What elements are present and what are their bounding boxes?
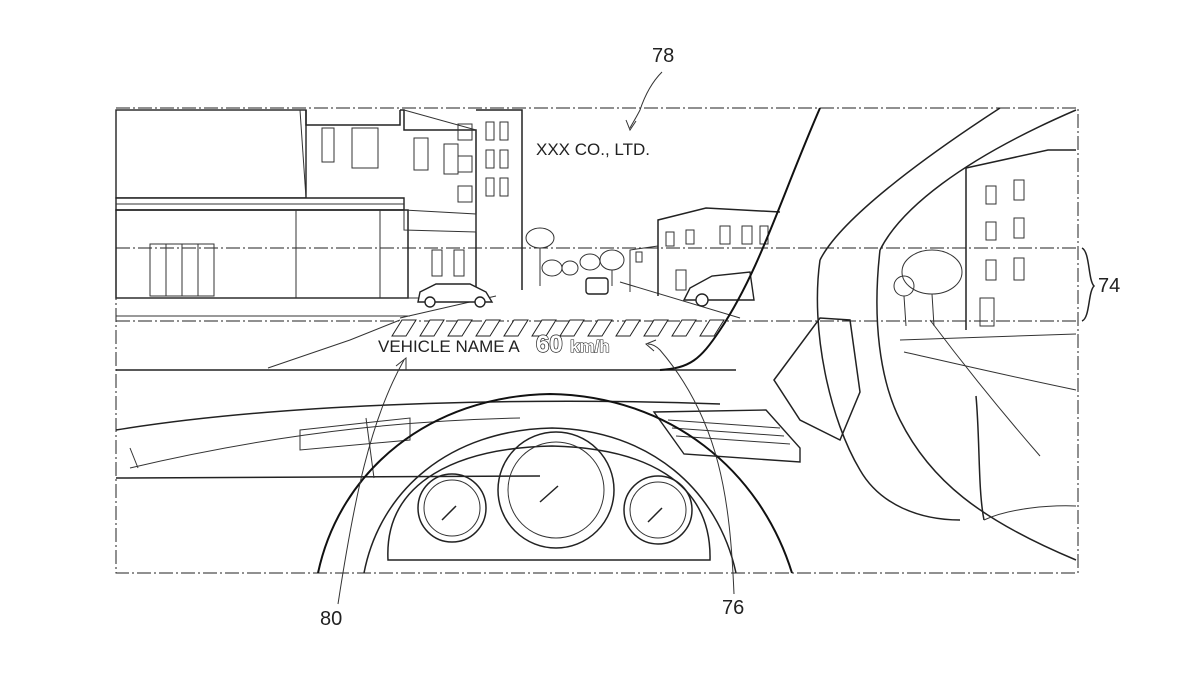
ref-numeral-78: 78 [652, 45, 674, 67]
center-speedometer [497, 431, 615, 549]
side-mirror-area [773, 317, 1077, 521]
road [116, 281, 741, 371]
a-pillar [659, 107, 1077, 561]
ref-78: 78 [625, 45, 674, 132]
right-gauge [623, 475, 693, 545]
crosswalk [391, 319, 725, 337]
view-frame [115, 107, 1079, 574]
crosswalk-stripe [699, 319, 725, 337]
ref-numeral-80: 80 [320, 608, 342, 630]
ref-numeral-74: 74 [1098, 275, 1120, 297]
ref-numeral-76: 76 [722, 597, 744, 619]
left-gauge [417, 473, 487, 543]
crosswalk-stripe [503, 319, 529, 337]
crosswalk-stripe [615, 319, 641, 337]
ref-80: 80 [320, 356, 407, 630]
vehicle-far [585, 277, 609, 295]
street-trees [525, 227, 625, 286]
speed-unit-text: km/h [570, 337, 610, 356]
brand-display-text: XXX CO., LTD. [536, 140, 650, 159]
vehicle-left [417, 283, 494, 308]
crosswalk-stripe [447, 319, 473, 337]
left-buildings [115, 109, 523, 299]
steering-wheel [317, 392, 793, 574]
crosswalk-stripe [587, 319, 613, 337]
crosswalk-stripe [391, 319, 417, 337]
crosswalk-stripe [531, 319, 557, 337]
ref-76: 76 [645, 339, 744, 619]
instrument-cluster [387, 431, 711, 561]
crosswalk-stripe [475, 319, 501, 337]
dashboard [115, 400, 801, 479]
ref-74: 74 [1081, 247, 1120, 322]
side-window-building [965, 149, 1076, 330]
side-window-trees [893, 249, 963, 327]
crosswalk-stripe [419, 319, 445, 337]
hud-info: VEHICLE NAME A 60 km/h [378, 330, 610, 358]
crosswalk-stripe [671, 319, 697, 337]
vehicle-right [682, 271, 755, 307]
crosswalk-stripe [643, 319, 669, 337]
crosswalk-stripe [559, 319, 585, 337]
speed-value-text: 60 [536, 331, 563, 358]
vehicle-name-text: VEHICLE NAME A [378, 337, 520, 356]
